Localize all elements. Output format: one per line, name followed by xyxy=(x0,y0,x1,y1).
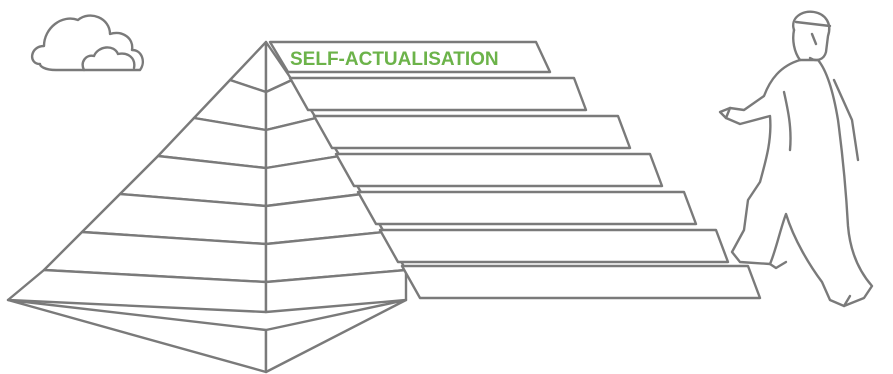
pyramid-step xyxy=(378,228,730,264)
cloud-icon xyxy=(31,14,144,72)
pyramid-step xyxy=(312,114,632,150)
self-actualisation-step: SELF-ACTUALISATION xyxy=(268,40,552,74)
pyramid-step xyxy=(288,76,588,112)
self-actualisation-label: SELF-ACTUALISATION xyxy=(290,49,499,70)
pyramid-step xyxy=(334,152,664,188)
pyramid-step xyxy=(400,264,762,300)
pyramid-icon xyxy=(6,40,408,374)
pyramid-steps xyxy=(288,76,762,300)
pyramid-base-right xyxy=(264,298,408,374)
walking-man-icon xyxy=(718,10,874,308)
pyramid-step xyxy=(356,190,698,226)
